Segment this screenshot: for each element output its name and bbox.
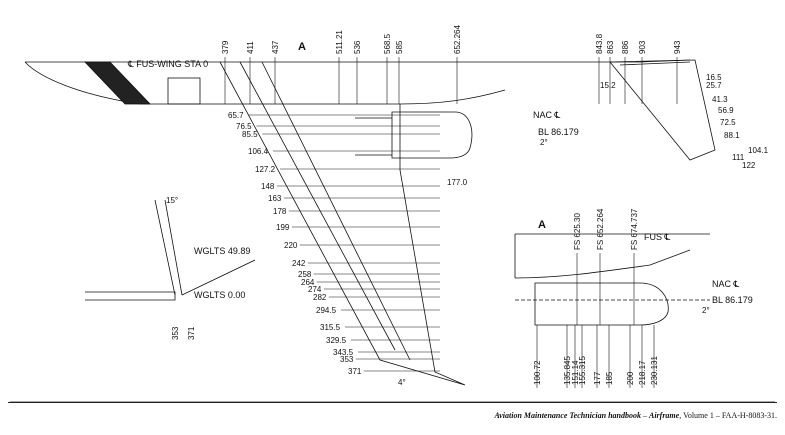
cockpit-window [84, 61, 151, 105]
detail-top-station-label: FS 652.264 [596, 208, 605, 250]
top-station-label: 943 [673, 40, 682, 54]
wing-station-label: 343.5 [333, 348, 354, 357]
tail-station-label: 111 [732, 153, 745, 162]
detail-buttline-label: BL 86.179 [712, 295, 753, 305]
tail-station-label: 72.5 [720, 118, 736, 127]
winglet-angle: 15° [166, 196, 178, 205]
wing-station-label: 65.7 [228, 111, 244, 120]
detail-bottom-station-label: 177 [593, 371, 602, 385]
detail-bottom-station-label: 135.845 [563, 356, 572, 385]
tail-station-label: 104.1 [748, 146, 769, 155]
detail-section-mark: A [538, 219, 546, 231]
winglet-outline [154, 199, 256, 296]
top-station-label: 411 [246, 41, 255, 54]
tail-station-label: 56.9 [718, 106, 734, 115]
top-station-label: 843.8 [595, 33, 604, 54]
detail-bottom-station-label: 230.131 [650, 356, 659, 385]
wing-station-label: 242 [292, 259, 306, 268]
top-station-label: 511.21 [335, 30, 344, 54]
tail-station-label: 25.7 [706, 81, 722, 90]
buttline-label: BL 86.179 [538, 127, 579, 137]
engine-nacelle [391, 111, 473, 159]
wing-station-label: 258 [298, 270, 312, 279]
caption-rest: , Volume 1 – FAA-H-8083-31. [679, 411, 777, 420]
detail-top-station-label: FS 674.737 [630, 208, 639, 250]
top-station-label: 437 [271, 40, 280, 54]
top-station-label: 585 [395, 40, 404, 54]
winglet-station-label: 371 [187, 326, 196, 340]
winglet-labels: 15° WGLTS 49.89 WGLTS 0.00 [166, 196, 250, 300]
wing-station-label: 163 [268, 194, 282, 203]
detail-top-station-label: FS 625.30 [573, 213, 582, 250]
top-station-label: 903 [638, 40, 647, 54]
wing-station-label: 127.2 [255, 165, 276, 174]
wing-station-label: 274 [308, 285, 322, 294]
caption-book: Aviation Maintenance Technician handbook [494, 411, 641, 420]
wing-station-label: 315.5 [320, 323, 341, 332]
nacelle-detail-outline [534, 282, 669, 326]
wing-station-label: 148 [261, 182, 275, 191]
tail-station-label: 41.3 [712, 95, 728, 104]
tip-angle: 4° [398, 378, 406, 387]
wing-station-label: 199 [276, 223, 290, 232]
detail-bottom-station-label: 185 [605, 371, 614, 385]
tail-station-label: 122 [742, 161, 756, 170]
wing-station-label: 371 [348, 367, 362, 376]
tail-station-label: 88.1 [724, 131, 740, 140]
wing-outline [219, 61, 466, 386]
detail-angle: 2° [702, 306, 710, 315]
winglet-station-labels: 353 371 [171, 326, 196, 340]
wing-station-labels: 65.7 76.585.5 106.4 127.2 148 163 178 199 220 242… [228, 111, 440, 376]
horizontal-stabilizer [609, 59, 716, 161]
winglet-lower-label: WGLTS 0.00 [194, 290, 245, 300]
wing-station-label: 282 [313, 293, 327, 302]
detail-fuselage-label: FUS ℄ [644, 232, 671, 242]
section-mark: A [298, 41, 306, 53]
top-station-label: 536 [353, 40, 362, 54]
caption-divider [8, 402, 777, 403]
detail-bottom-station-label: 155.315 [578, 356, 587, 385]
detail-top-station-labels: FS 625.30 FS 652.264 FS 674.737 [573, 208, 639, 325]
detail-bottom-station-label: 200 [626, 371, 635, 385]
detail-bottom-station-label: 218.17 [638, 360, 647, 385]
nacelle-centerline-label: NAC ℄ [533, 110, 561, 120]
fuselage-door [167, 77, 201, 105]
top-station-label: 886 [621, 40, 630, 54]
wing-station-label: 294.5 [316, 306, 337, 315]
caption-section: Airframe [648, 411, 680, 420]
wing-station-label: 353 [340, 355, 354, 364]
tail-station-label: 16.5 [706, 73, 722, 82]
wing-station-label: 329.5 [326, 336, 347, 345]
nacelle-detail-labels: A FUS ℄ NAC ℄ BL 86.179 2° [538, 219, 753, 315]
wing-station-label: 178 [273, 207, 287, 216]
detail-nacelle-label: NAC ℄ [712, 279, 740, 289]
figure-caption: Aviation Maintenance Technician handbook… [494, 411, 777, 420]
wing-station-label: 264 [301, 278, 315, 287]
tail-left-value: 15.2 [600, 81, 616, 90]
detail-bottom-station-label: 100.72 [533, 360, 542, 385]
fuselage-label: ℄ FUS-WING STA 0 [127, 59, 208, 69]
fuselage-top-line [25, 59, 691, 63]
wing-station-label: 220 [284, 241, 298, 250]
top-station-label: 568.5 [383, 33, 392, 54]
wing-station-label: 106.4 [248, 147, 269, 156]
winglet-upper-label: WGLTS 49.89 [194, 246, 250, 256]
main-view-labels: A ℄ FUS-WING STA 0 NAC ℄ BL 86.179 2° 17… [127, 41, 579, 387]
top-station-label: 379 [221, 40, 230, 54]
winglet-station-label: 353 [171, 326, 180, 340]
wing-station-label: 85.5 [242, 130, 258, 139]
nacelle-detail-fuselage [514, 233, 710, 279]
bottom-station: 177.0 [447, 178, 468, 187]
nacelle-angle: 2° [540, 138, 548, 147]
detail-bottom-station-label: 151.14 [571, 360, 580, 385]
top-station-label: 652.264 [453, 25, 462, 54]
top-station-label: 863 [606, 40, 615, 54]
wing-station-label: 76.5 [236, 122, 252, 131]
